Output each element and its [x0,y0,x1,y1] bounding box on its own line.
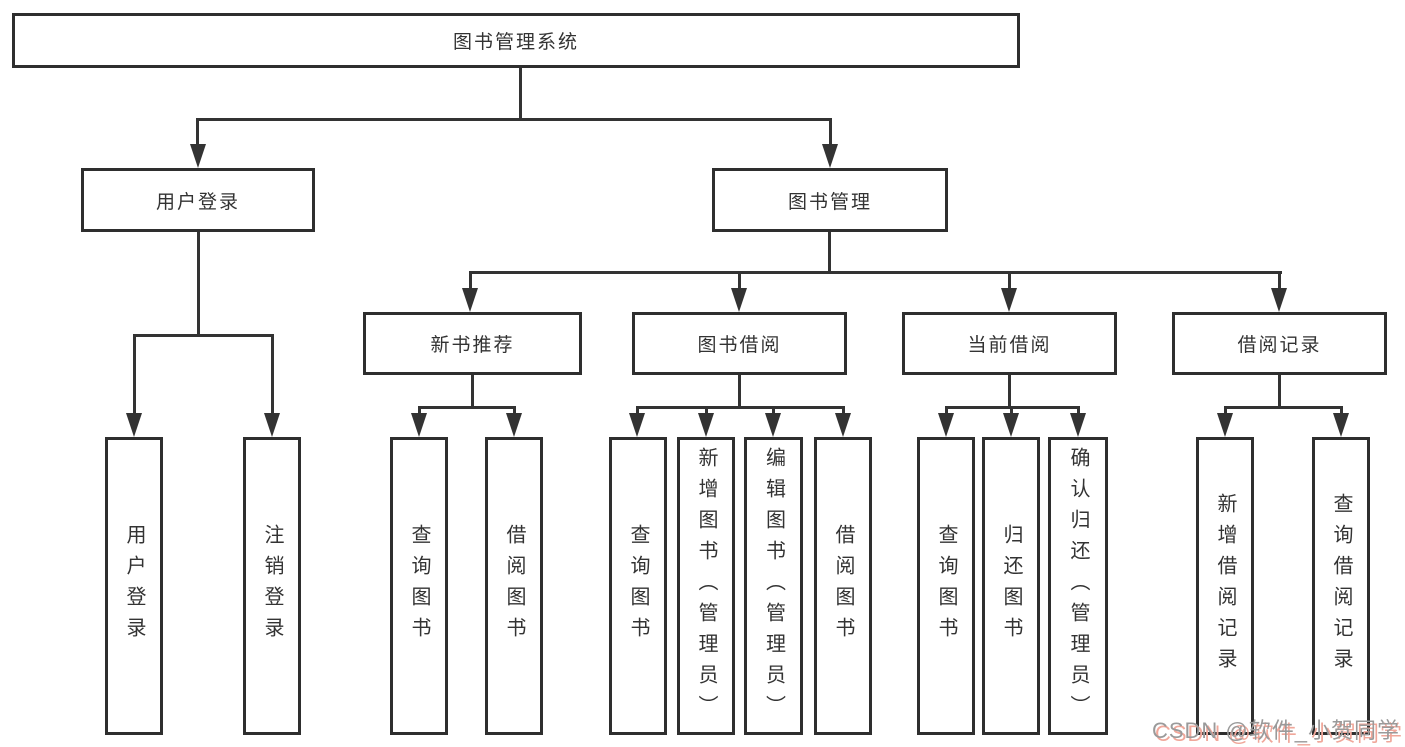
connector-line [829,118,832,150]
arrowhead-down-icon [411,413,427,437]
leaf-query-borrow-record: 查询借阅记录 [1312,437,1370,735]
arrowhead-down-icon [190,144,206,168]
connector-line [705,406,708,418]
connector-line [469,271,472,291]
csdn-watermark: CSDN @软件_小贺同学 [1151,718,1400,743]
connector-line [772,406,775,418]
connector-line [471,375,474,409]
node-label: 新增借阅记录 [1214,493,1236,679]
arrowhead-down-icon [506,413,522,437]
arrowhead-down-icon [938,413,954,437]
leaf-edit-books-admin: 编辑图书（管理员） [744,437,803,735]
node-book-management: 图书管理 [712,168,948,232]
node-label: 查询借阅记录 [1330,493,1352,679]
node-label: 借阅图书 [503,524,525,648]
connector-line [196,118,832,121]
arrowhead-down-icon [126,413,142,437]
connector-line [1008,375,1011,409]
leaf-query-books-current: 查询图书 [917,437,975,735]
arrowhead-down-icon [1333,413,1349,437]
arrowhead-down-icon [629,413,645,437]
arrowhead-down-icon [731,288,747,312]
connector-line [513,406,516,418]
arrowhead-down-icon [822,144,838,168]
connector-line [738,375,741,409]
connector-line [1077,406,1080,418]
arrowhead-down-icon [698,413,714,437]
connector-line [469,271,1282,274]
connector-line [1008,271,1011,291]
arrowhead-down-icon [835,413,851,437]
node-user-login: 用户登录 [81,168,315,232]
node-label: 图书借阅 [697,335,782,356]
connector-line [1224,406,1227,418]
node-borrowing-records: 借阅记录 [1172,312,1387,375]
connector-line [519,68,522,120]
connector-line [1010,406,1013,418]
arrowhead-down-icon [1271,288,1287,312]
node-label: 当前借阅 [967,335,1052,356]
arrowhead-down-icon [462,288,478,312]
connector-line [197,232,200,336]
arrowhead-down-icon [1070,413,1086,437]
leaf-query-books-recommend: 查询图书 [390,437,448,735]
node-current-borrowing: 当前借阅 [902,312,1117,375]
connector-line [636,406,639,418]
connector-line [738,271,741,291]
leaf-add-books-admin: 新增图书（管理员） [677,437,735,735]
connector-line [1278,375,1281,409]
arrowhead-down-icon [1003,413,1019,437]
connector-line [636,406,845,409]
connector-line [133,334,274,337]
connector-line [1340,406,1343,418]
node-root-system: 图书管理系统 [12,13,1020,68]
connector-line [418,406,421,418]
node-label: 查询图书 [627,524,649,648]
leaf-borrow-books: 借阅图书 [814,437,872,735]
node-label: 图书管理 [787,191,872,213]
node-label: 查询图书 [935,524,957,648]
node-label: 图书管理系统 [452,32,579,53]
leaf-query-books-borrow: 查询图书 [609,437,667,735]
arrowhead-down-icon [1217,413,1233,437]
node-label: 用户登录 [123,524,145,648]
leaf-borrow-books-recommend: 借阅图书 [485,437,543,735]
node-new-book-recommendation: 新书推荐 [363,312,582,375]
node-label: 借阅图书 [832,524,854,648]
node-label: 归还图书 [1000,524,1022,648]
leaf-logout: 注销登录 [243,437,301,735]
arrowhead-down-icon [1001,288,1017,312]
node-label: 编辑图书（管理员） [762,446,785,726]
node-label: 新增图书（管理员） [695,446,717,726]
leaf-add-borrow-record: 新增借阅记录 [1196,437,1254,735]
connector-line [271,334,274,414]
connector-line [418,406,516,409]
arrowhead-down-icon [765,413,781,437]
node-label: 借阅记录 [1237,335,1322,356]
connector-line [1224,406,1343,409]
node-label: 查询图书 [408,524,430,648]
node-label: 注销登录 [261,524,283,648]
node-book-borrowing: 图书借阅 [632,312,847,375]
leaf-user-login: 用户登录 [105,437,163,735]
connector-line [842,406,845,418]
connector-line [196,118,199,150]
node-label: 新书推荐 [430,335,515,356]
leaf-return-books: 归还图书 [982,437,1040,735]
connector-line [828,232,831,274]
node-label: 用户登录 [155,191,240,213]
node-label: 确认归还（管理员） [1067,446,1089,726]
connector-line [133,334,136,414]
connector-line [945,406,948,418]
arrowhead-down-icon [264,413,280,437]
leaf-confirm-return-admin: 确认归还（管理员） [1048,437,1108,735]
connector-line [1278,271,1281,291]
